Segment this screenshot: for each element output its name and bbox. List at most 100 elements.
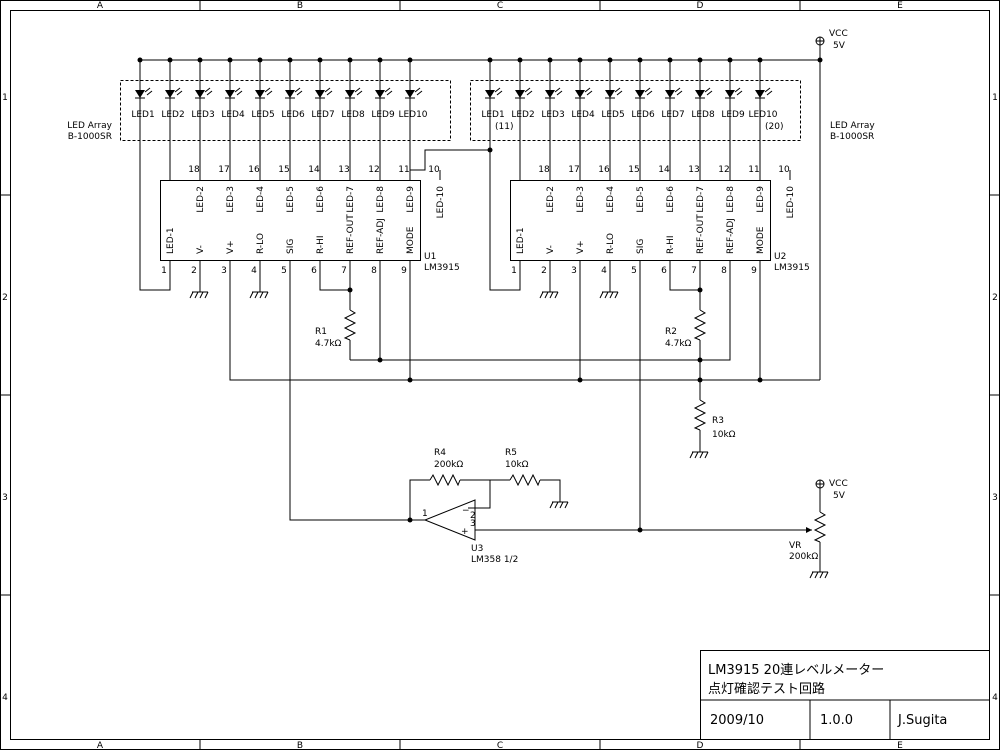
led-diode: LED3 xyxy=(191,57,215,180)
pin-name: V+ xyxy=(576,240,586,254)
pin-number: 6 xyxy=(311,266,317,276)
led-array-right-label-1: LED Array xyxy=(830,121,875,131)
ic-bottom-pin: 9 MODE xyxy=(751,226,766,276)
r2-ref: R2 xyxy=(665,327,677,337)
led-label: LED5 xyxy=(601,110,624,120)
vcc-bottom-value: 5V xyxy=(833,491,846,501)
pin-name: REF-OUT xyxy=(696,214,706,254)
pin-name: SIG xyxy=(636,239,646,254)
resistor-r4: R4 200kΩ xyxy=(429,448,463,487)
led-label: LED6 xyxy=(631,110,655,120)
frame-row-label: 4 xyxy=(992,693,998,703)
led-diode: LED4 xyxy=(221,57,245,180)
title-author: J.Sugita xyxy=(897,713,947,728)
vcc-bottom-name: VCC xyxy=(829,479,848,489)
pin-number: 11 xyxy=(398,165,409,175)
pin-name: LED-4 xyxy=(606,186,616,213)
pin-number: 8 xyxy=(721,266,727,276)
led-label: LED6 xyxy=(281,110,305,120)
pin-name: LED-8 xyxy=(726,186,736,213)
led-array-left-label-1: LED Array xyxy=(67,121,112,131)
led-label: LED3 xyxy=(541,110,564,120)
frame-row-label: 2 xyxy=(2,293,8,303)
led-diode: LED9 xyxy=(721,57,745,180)
led-diode: LED10 xyxy=(398,57,428,180)
led-diode: LED2 xyxy=(161,57,185,180)
r4-value: 200kΩ xyxy=(434,460,463,470)
frame-row-label: 2 xyxy=(992,293,998,303)
led-array-left-label-2: B-1000SR xyxy=(68,132,112,142)
pin-name: LED-9 xyxy=(406,186,416,213)
r3-value: 10kΩ xyxy=(712,430,736,440)
pin-name: LED-6 xyxy=(666,186,676,213)
frame-row-label: 1 xyxy=(992,93,998,103)
pin-number: 14 xyxy=(308,165,320,175)
r3-ref: R3 xyxy=(712,416,724,426)
pin-name: LED-1 xyxy=(166,227,176,254)
pin-number: 14 xyxy=(658,165,670,175)
pin-number: 1 xyxy=(511,266,517,276)
led-diode: LED9 xyxy=(371,57,395,180)
ic-bottom-pin: 4R-LO xyxy=(251,233,266,276)
led-diode: LED7 xyxy=(311,57,335,180)
ground-symbols xyxy=(189,270,829,579)
led-label: LED10 xyxy=(748,110,777,120)
led-label: LED4 xyxy=(221,110,245,120)
pin-name: MODE xyxy=(406,226,416,254)
led-diode: LED8 xyxy=(691,57,715,180)
r4-ref: R4 xyxy=(434,448,446,458)
resistor-r5: R5 10kΩ xyxy=(505,448,541,487)
ic-bottom-pin: 6R-HI xyxy=(311,235,326,276)
led-label: LED8 xyxy=(691,110,715,120)
vr-ref: VR xyxy=(789,541,801,551)
pin-name: REF-ADJ xyxy=(726,218,736,254)
ic-u1: U1 LM3915 18LED-217LED-316LED-415LED-514… xyxy=(160,165,460,276)
pin-number: 3 xyxy=(221,266,227,276)
pin-name: LED-2 xyxy=(196,186,206,213)
led-label: LED1 xyxy=(131,110,154,120)
pin-name: V+ xyxy=(226,240,236,254)
pin-name: LED-10 xyxy=(786,186,796,219)
pin-name: MODE xyxy=(756,226,766,254)
frame-row-label: 3 xyxy=(2,493,8,503)
pin-number: 13 xyxy=(688,165,699,175)
vcc-top-value: 5V xyxy=(833,41,846,51)
ic-bottom-pin: 3 V+ xyxy=(221,240,236,276)
frame-row-label: 4 xyxy=(2,693,8,703)
led-right-first-sub: (11) xyxy=(495,122,513,132)
led-diode: LED8 xyxy=(341,57,365,180)
pin-name: LED-3 xyxy=(226,186,236,213)
led-label: LED5 xyxy=(251,110,274,120)
pin-number: 10 xyxy=(778,165,790,175)
pin-name: SIG xyxy=(286,239,296,254)
resistor-r1: R1 4.7kΩ xyxy=(315,309,357,349)
pin-number: 8 xyxy=(371,266,377,276)
u3-pin1: 1 xyxy=(422,509,428,519)
pin-number: 5 xyxy=(281,266,287,276)
pin-name: LED-10 xyxy=(436,186,446,219)
ic-u2: U2 LM3915 18LED-217LED-316LED-415LED-514… xyxy=(510,165,810,276)
pin-name: LED-4 xyxy=(256,186,266,213)
pin-number: 12 xyxy=(718,165,729,175)
pin-name: REF-OUT xyxy=(346,214,356,254)
frame-row-label: 3 xyxy=(992,493,998,503)
led-array-right-label-2: B-1000SR xyxy=(830,132,874,142)
led-diode: LED10 xyxy=(748,57,778,180)
resistor-r3: R3 10kΩ xyxy=(693,399,736,440)
frame-col-label: D xyxy=(697,1,704,11)
pin-number: 6 xyxy=(661,266,667,276)
pin-number: 17 xyxy=(218,165,229,175)
pin-number: 9 xyxy=(751,266,757,276)
